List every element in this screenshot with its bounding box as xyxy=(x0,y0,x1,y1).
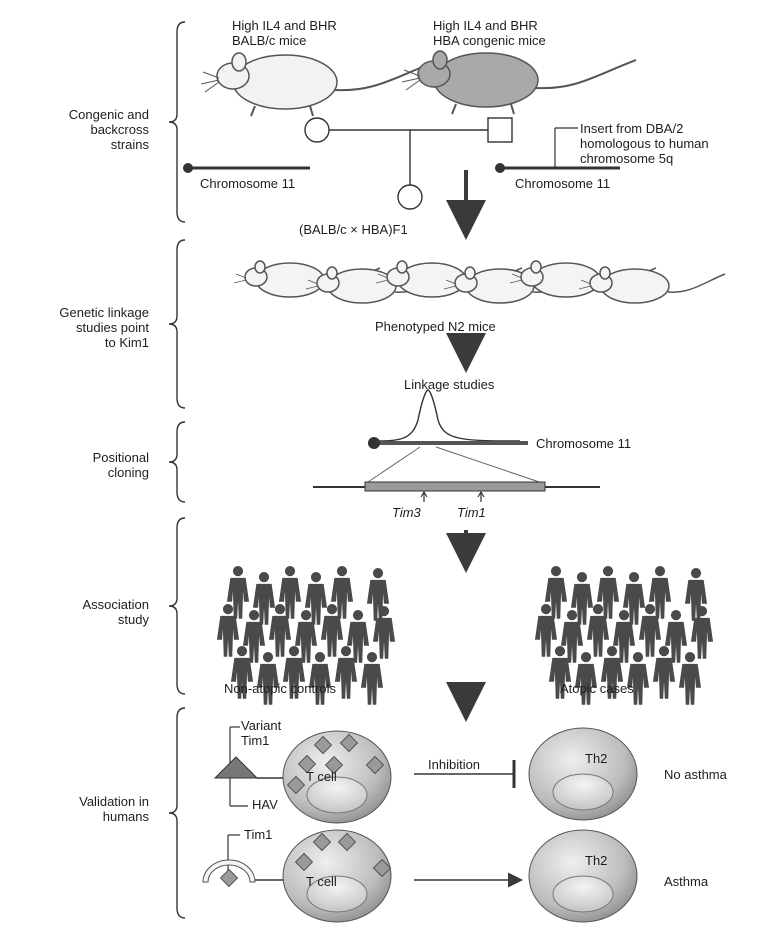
no-asthma-label: No asthma xyxy=(664,767,727,782)
section-brace xyxy=(168,707,186,919)
chromosome-label-cloning: Chromosome 11 xyxy=(536,436,632,451)
case-person-icon xyxy=(574,652,598,705)
centromere-right xyxy=(495,163,505,173)
candidate-region xyxy=(364,481,546,492)
section-brace xyxy=(168,421,186,503)
linkage-studies-label: Linkage studies xyxy=(404,377,495,392)
centromere-cloning xyxy=(368,437,380,449)
variant-receptor-icon xyxy=(213,756,259,779)
f1-label: (BALB/c × HBA)F1 xyxy=(299,222,408,237)
case-person-icon xyxy=(626,652,650,705)
section-brace xyxy=(168,21,186,223)
gene-tim1-label: Tim1 xyxy=(457,505,486,520)
n2-mouse-illustration xyxy=(578,266,726,304)
control-person-icon xyxy=(256,652,280,705)
control-person-icon xyxy=(308,652,332,705)
tim1-receptor-label: Tim1 xyxy=(244,827,273,842)
cases-label: Atopic cases xyxy=(560,681,634,696)
centromere-left xyxy=(183,163,193,173)
tim3-pointer-head xyxy=(420,490,428,498)
zoom-line-right xyxy=(435,446,546,485)
chromosome-label-right: Chromosome 11 xyxy=(515,176,611,191)
n2-label: Phenotyped N2 mice xyxy=(375,319,496,334)
female-symbol xyxy=(304,117,330,143)
th2-label-top: Th2 xyxy=(585,751,608,766)
th2-cell-top-nucleus xyxy=(552,773,614,811)
inhibition-label: Inhibition xyxy=(428,757,481,772)
case-person-icon xyxy=(678,652,702,705)
tim1-receptor-icon xyxy=(202,859,256,883)
balbc-mouse-illustration xyxy=(200,52,436,117)
th2-cell-bottom-nucleus xyxy=(552,875,614,913)
male-symbol xyxy=(487,117,513,143)
gene-tim3-label: Tim3 xyxy=(392,505,421,520)
chromosome-label-left: Chromosome 11 xyxy=(200,176,296,191)
asthma-label: Asthma xyxy=(664,874,709,889)
tcell-label-bottom: T cell xyxy=(306,874,337,889)
zoom-line-left xyxy=(364,446,421,485)
tcell-label-top: T cell xyxy=(306,769,337,784)
tim1-pointer-head xyxy=(477,490,485,498)
hav-label: HAV xyxy=(252,797,278,812)
th2-label-bottom: Th2 xyxy=(585,853,608,868)
hba-mouse-illustration xyxy=(401,50,637,115)
section-brace xyxy=(168,239,186,409)
controls-label: Non-atopic controls xyxy=(224,681,336,696)
tcell-bottom-nucleus xyxy=(306,875,368,913)
control-person-icon xyxy=(360,652,384,705)
offspring-symbol xyxy=(397,184,423,210)
section-brace xyxy=(168,517,186,695)
control-person-icon xyxy=(346,610,370,663)
bound-antigen-diamond xyxy=(220,869,238,887)
tcell-top-nucleus xyxy=(306,776,368,814)
case-person-icon xyxy=(664,610,688,663)
linkage-peak-curve xyxy=(373,389,521,442)
